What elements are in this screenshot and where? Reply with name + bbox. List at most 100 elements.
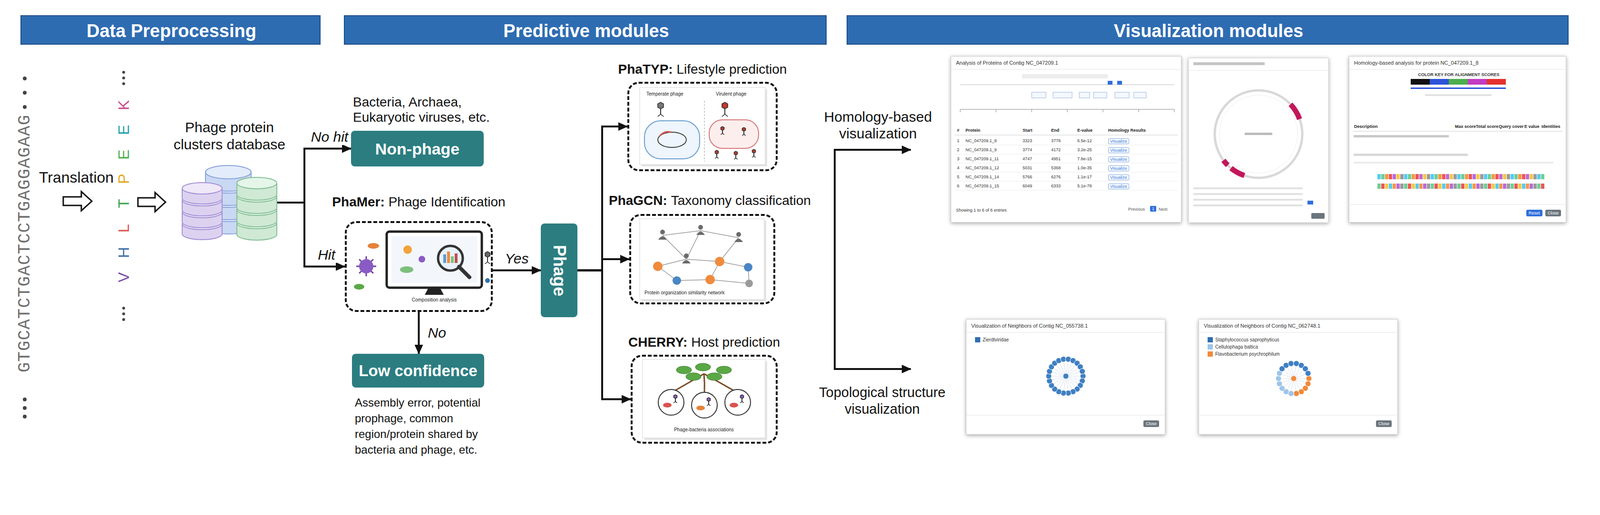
- alignment-cell: [1476, 174, 1480, 180]
- table-cell: 3.2e-25: [1077, 147, 1093, 153]
- database-disc-top: [205, 165, 252, 179]
- table-footer: Showing 1 to 6 of 6 entries: [956, 207, 1007, 213]
- network-link: [676, 279, 711, 281]
- text-wrapper: GTGCATCTGACTCCTGAGGAGAAG: [15, 114, 35, 373]
- database-disc: [236, 196, 277, 214]
- alignment-cell: [1495, 183, 1499, 189]
- network-node: [714, 256, 725, 267]
- alignment-cell: [1392, 174, 1396, 180]
- monitor-screen: [391, 236, 478, 283]
- cherry: [658, 389, 684, 416]
- illustration-shape: [403, 245, 412, 254]
- text-wrapper: 6: [956, 183, 960, 189]
- alignment-cell: [1510, 174, 1514, 180]
- phage-tail: [487, 257, 488, 263]
- legend-swatch: [975, 337, 981, 343]
- database-node: Phage protein clusters database: [181, 165, 278, 240]
- alignment-cell: [1495, 174, 1499, 180]
- phage-head: [485, 251, 490, 258]
- gene-box: [1133, 92, 1147, 98]
- text-wrapper: 1: [956, 138, 960, 144]
- text-bar: [1353, 135, 1449, 138]
- window-title: Analysis of Proteins of Contig NC_047209…: [956, 59, 1059, 66]
- box-text: Visualization modules: [1113, 20, 1304, 42]
- database-disc-top: [182, 218, 223, 230]
- database-disc: [236, 209, 277, 227]
- text-wrapper: 5368: [1051, 165, 1061, 171]
- text-wrapper: 6333: [1051, 183, 1061, 189]
- table-cell: 5368: [1051, 165, 1061, 171]
- axis-tick: [960, 109, 961, 113]
- prophage-segment: [659, 131, 672, 137]
- phage-head: [673, 394, 678, 399]
- box-caption: Assembly error, potential prophage, comm…: [354, 394, 494, 458]
- alignment-cell: [1533, 174, 1537, 180]
- alignment-cell: [1521, 174, 1526, 180]
- cell: [644, 120, 700, 159]
- connector-arrow: [577, 270, 631, 400]
- text-wrapper: Identities: [1541, 124, 1561, 129]
- illustration-caption: Phage-bacteria associations: [673, 427, 734, 433]
- screenshot-panel: Homology-based analysis for protein NC_0…: [1348, 56, 1567, 223]
- dna-circle: [657, 132, 687, 148]
- text-wrapper: NC_047209.1_11: [965, 156, 999, 162]
- phage-legs: [714, 156, 719, 159]
- track-marker: [1117, 80, 1122, 85]
- alignment-cell: [1423, 174, 1427, 180]
- table-cell: 6049: [1022, 183, 1033, 189]
- network-link: [710, 279, 750, 284]
- legend-swatch: [1207, 351, 1213, 357]
- text-wrapper: 1: [1150, 205, 1157, 212]
- alignment-cell: [1377, 183, 1381, 189]
- edge-label-wrapper: Hit: [316, 246, 337, 264]
- leaf: [685, 372, 702, 381]
- text-wrapper: Previous: [1128, 206, 1145, 212]
- alignment-cell: [1445, 174, 1450, 180]
- alignment-cell: [1396, 183, 1400, 189]
- illustration-shape: [443, 254, 447, 264]
- text-wrapper: COLOR KEY FOR ALIGNMENT SCORES: [1417, 72, 1500, 78]
- alignment-cell: [1529, 174, 1533, 180]
- text-wrapper: 3: [956, 156, 960, 162]
- text-wrapper: Reset: [1526, 209, 1543, 217]
- table-cell: 1: [956, 138, 960, 144]
- text-wrapper: NC_047209.1_8: [965, 138, 997, 144]
- text-wrapper: 5: [956, 174, 960, 180]
- magnifier-handle: [458, 266, 470, 278]
- phage-head: [721, 126, 725, 131]
- table-cell: 1.0e-35: [1077, 165, 1093, 171]
- table-cell: NC_047209.1_11: [965, 156, 999, 162]
- module-heading: PhaTYP:Lifestyle prediction: [618, 61, 788, 78]
- phage-head: [657, 102, 664, 109]
- database-disc-top: [182, 194, 223, 206]
- alignment-cell: [1529, 183, 1533, 189]
- alignment-cell: [1506, 174, 1511, 180]
- window-title: Visualization of Neighbors of Contig NC_…: [1203, 322, 1321, 329]
- screenshot-rule: [1348, 204, 1567, 205]
- module-task: Phage Identification: [388, 194, 506, 210]
- legend-text: Zierdtviridae: [982, 337, 1009, 343]
- phage-head: [734, 151, 738, 156]
- text-wrapper: Composition analysis: [411, 297, 458, 303]
- alignment-cell: [1396, 174, 1400, 180]
- alignment-cell: [1461, 174, 1465, 180]
- alignment-cell: [1400, 183, 1404, 189]
- amino-acid: L: [115, 224, 133, 233]
- legend-row: Cellulophaga baltica: [1207, 344, 1259, 350]
- database-disc: [205, 186, 252, 206]
- alignment-cell: [1483, 183, 1488, 189]
- axis-tick: [1031, 109, 1033, 113]
- alignment-cell: [1457, 174, 1461, 180]
- connector-arrow: [492, 269, 541, 272]
- text-wrapper: Analysis of Proteins of Contig NC_047209…: [956, 59, 1059, 66]
- gene-box: [1093, 92, 1107, 98]
- module-task: Host prediction: [691, 334, 781, 350]
- network-node: [705, 274, 715, 285]
- alignment-cell: [1388, 183, 1393, 189]
- database-disc: [182, 188, 223, 205]
- network-node: [1293, 390, 1300, 397]
- table-cell: 3778: [1051, 138, 1061, 144]
- alignment-cell: [1533, 183, 1537, 189]
- text-wrapper: Visualize: [1108, 183, 1130, 190]
- view-label: Homology-based visualization: [820, 108, 936, 142]
